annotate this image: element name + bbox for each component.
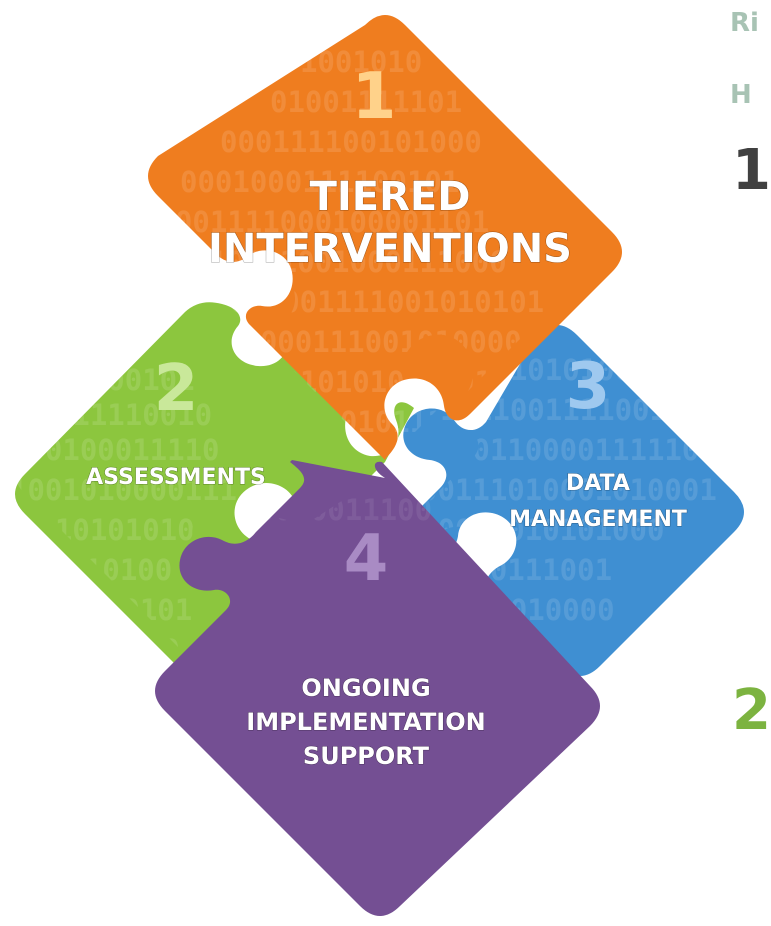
tiered-label-line2: INTERVENTIONS: [208, 226, 572, 272]
svg-text:1001010: 1001010: [300, 45, 422, 79]
tiered-interventions-piece: 010 1001010 01001111101 000111100101000 …: [140, 3, 622, 460]
svg-text:100100011110: 100100011110: [10, 433, 220, 467]
ongoing-label-line1: ONGOING: [301, 674, 430, 702]
tiered-interventions-shape: [148, 15, 622, 460]
svg-text:000111100101000: 000111100101000: [220, 125, 482, 159]
assessments-label: ASSESSMENTS: [86, 465, 266, 490]
svg-text:1001010000111: 1001010000111: [10, 473, 237, 507]
svg-text:0001000111001010000: 0001000111001010000: [190, 325, 522, 359]
data-label-line1: DATA: [566, 471, 630, 496]
tiered-label-line1: TIERED: [310, 174, 471, 220]
puzzle-diagram: 1011000101 00011110010 100100011110 1001…: [10, 3, 744, 916]
edge-number-1: 1: [732, 138, 771, 203]
svg-text:0001000111100101: 0001000111100101: [180, 165, 459, 199]
assessments-shape: [15, 302, 414, 674]
svg-text:00001111000100001101: 00001111000100001101: [140, 205, 489, 239]
tiered-number: 1: [352, 60, 397, 134]
assessments-number: 2: [154, 352, 199, 426]
ongoing-label-line3: SUPPORT: [303, 742, 430, 770]
svg-text:010: 010: [290, 3, 342, 37]
ongoing-number: 4: [344, 522, 389, 596]
svg-text:110010001001000111000: 110010001001000111000: [140, 245, 507, 279]
data-number: 3: [566, 350, 611, 424]
svg-text:00111010001010001: 00111010001010001: [420, 473, 717, 507]
svg-text:01001111101: 01001111101: [270, 85, 462, 119]
edge-text-line1: Ri: [730, 8, 759, 38]
edge-text-line2: H: [730, 80, 752, 110]
ongoing-support-shape: [155, 460, 600, 916]
ongoing-support-piece: 10010011100 4 ONGOING IMPLEMENTATION SUP…: [155, 460, 600, 916]
data-label-line2: MANAGEMENT: [509, 507, 687, 532]
edge-number-2: 2: [732, 678, 771, 743]
ongoing-label-line2: IMPLEMENTATION: [246, 708, 485, 736]
